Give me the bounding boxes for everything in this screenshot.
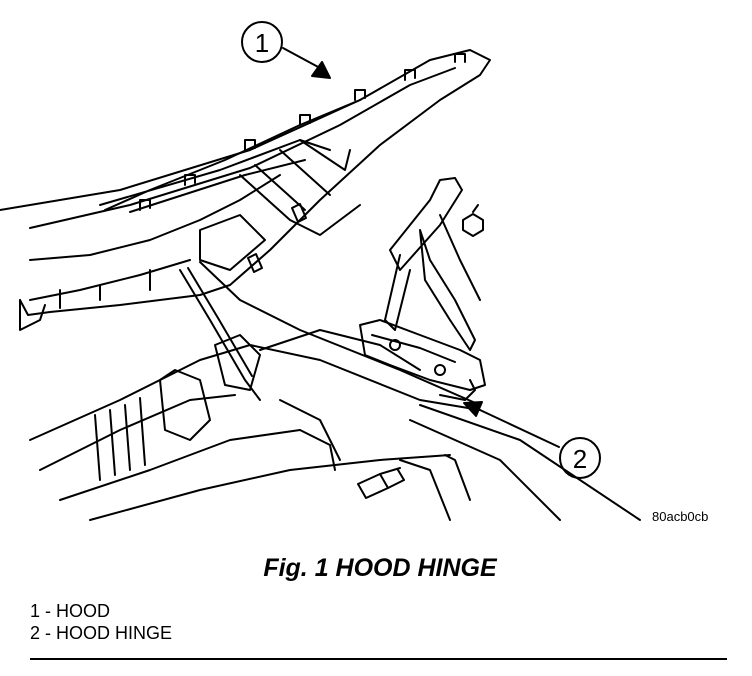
callout-2-number: 2 — [573, 444, 587, 474]
figure-code: 80acb0cb — [652, 509, 709, 524]
legend-item-hood: 1 - HOOD — [30, 601, 111, 621]
figure-caption: Fig. 1 HOOD HINGE — [263, 554, 497, 582]
hinge-assembly — [359, 177, 486, 401]
hood-hinge-illustration: 1 2 — [0, 21, 641, 521]
divider — [30, 658, 727, 660]
support-rod — [179, 261, 481, 406]
callout-2: 2 — [463, 401, 601, 479]
callout-1-number: 1 — [255, 28, 269, 58]
legend-item-hood-hinge: 2 - HOOD HINGE — [30, 623, 173, 643]
bolt — [357, 467, 405, 499]
engine-compartment — [29, 329, 641, 521]
hood-panel — [0, 49, 491, 331]
callout-1: 1 — [241, 21, 331, 79]
legend: 1 - HOOD 2 - HOOD HINGE — [30, 600, 172, 644]
